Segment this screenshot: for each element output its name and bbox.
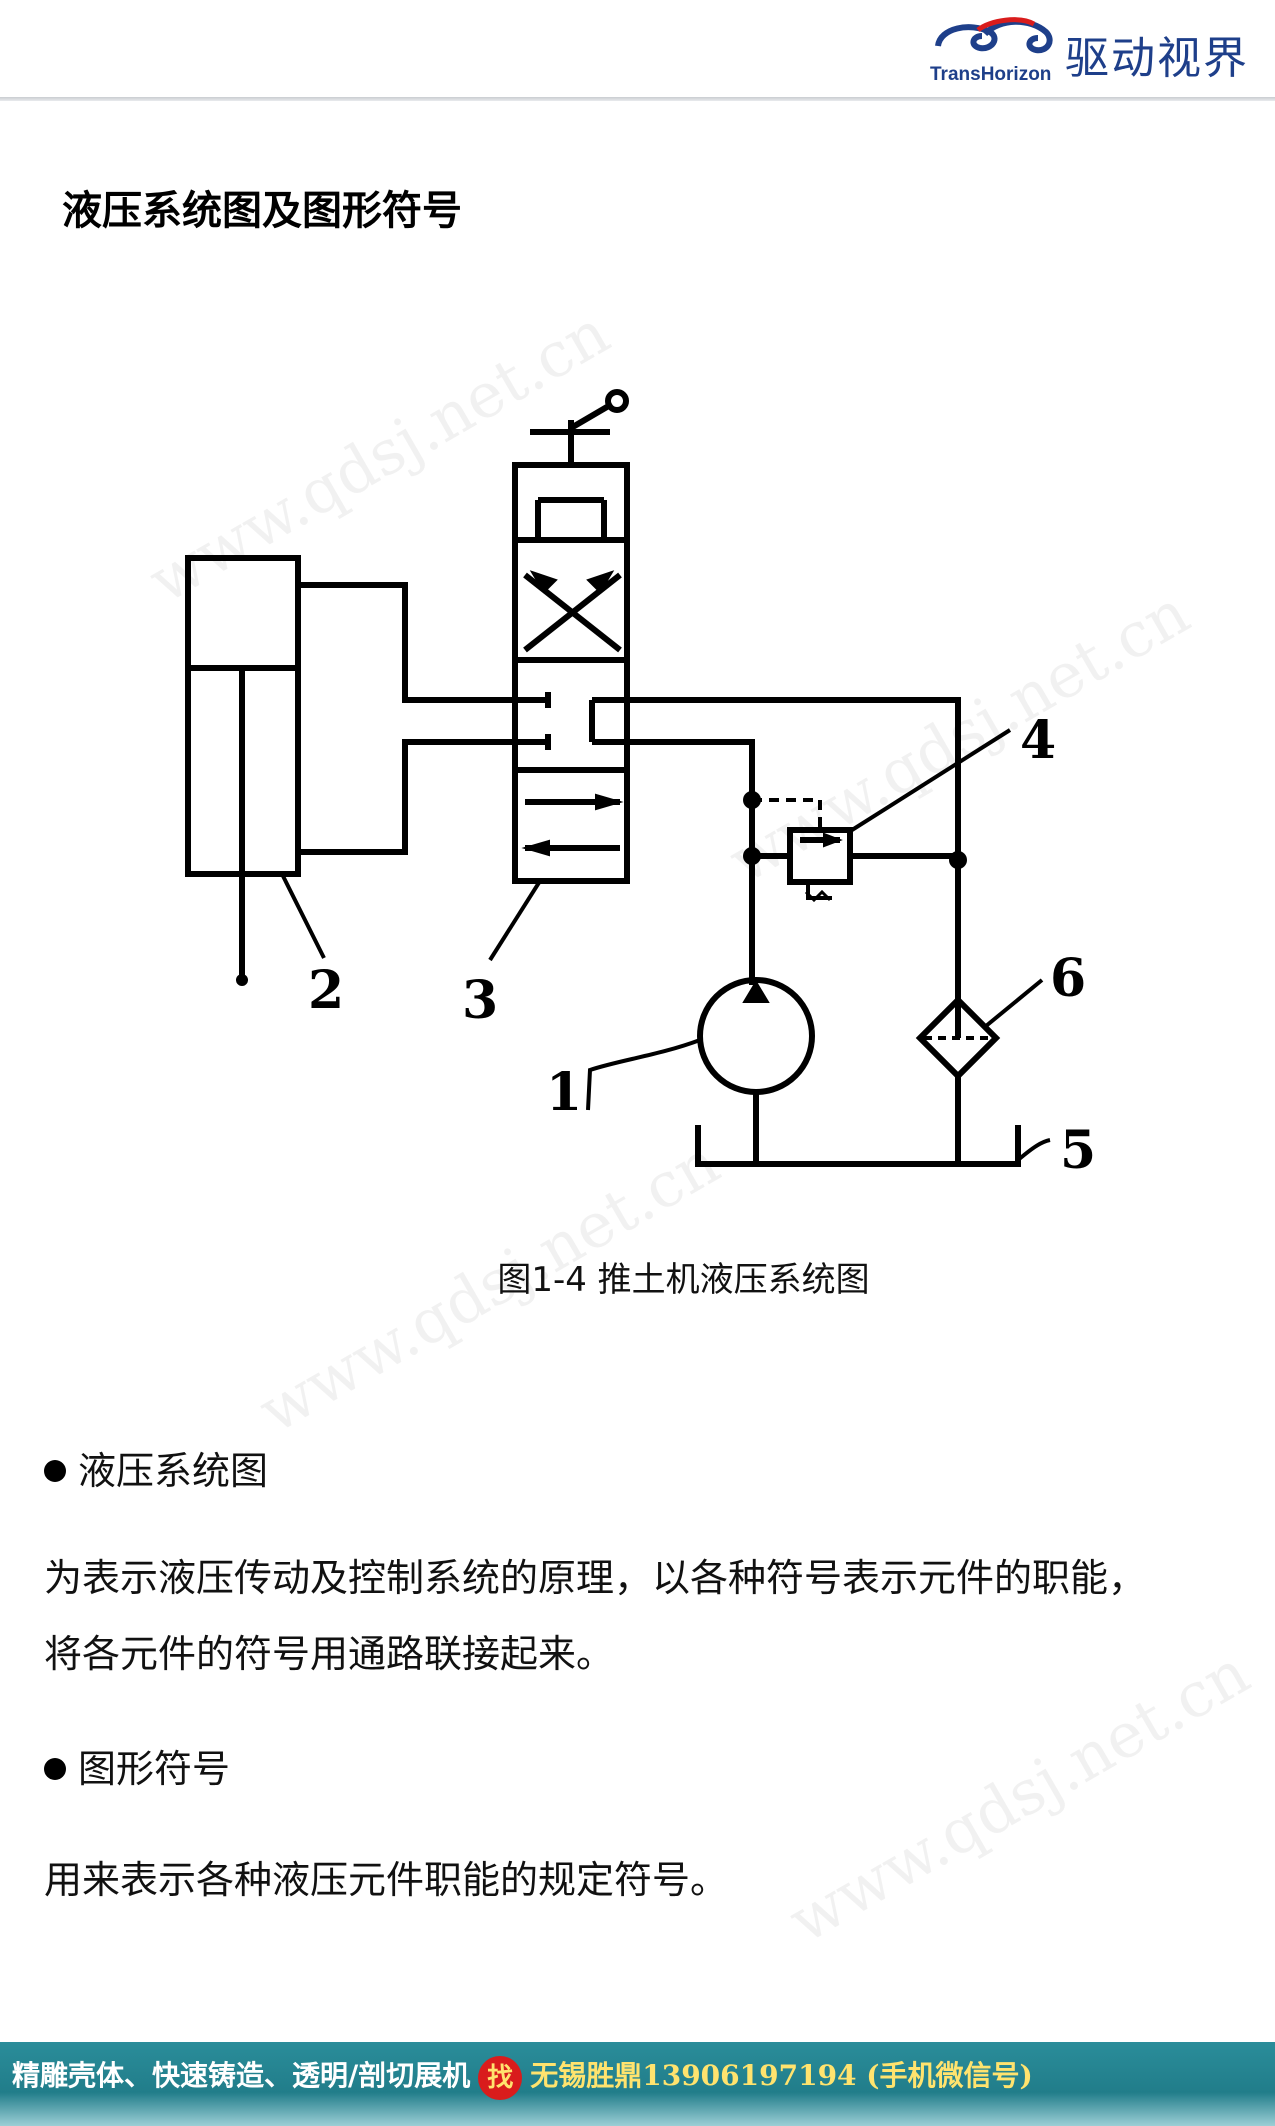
section-paragraph-system-diagram: 为表示液压传动及控制系统的原理，以各种符号表示元件的职能， 将各元件的符号用通路…: [44, 1540, 1244, 1692]
brand-logo: TransHorizon 驱动视界: [930, 12, 1260, 88]
footer-badge: 找: [478, 2055, 523, 2100]
paragraph-line: 将各元件的符号用通路联接起来。: [44, 1632, 615, 1676]
brand-name-en: TransHorizon: [930, 64, 1052, 85]
label-cylinder: 2: [308, 960, 344, 1021]
hydraulic-filter: [915, 978, 1044, 1164]
brand-swirl-icon: [935, 17, 1053, 54]
label-relief-valve: 4: [1020, 710, 1056, 771]
brand-name-cn: 驱动视界: [1065, 33, 1249, 84]
hydraulic-tank: [695, 1125, 1051, 1167]
bullet-icon: [44, 1459, 66, 1482]
hydraulic-cylinder: [185, 555, 326, 986]
footer-text: 精雕壳体、快速铸造、透明/剖切展机找无锡胜鼎13906197194 (手机微信号…: [12, 2054, 1033, 2100]
label-filter: 6: [1050, 948, 1086, 1009]
section-heading-text: 液压系统图: [78, 1449, 269, 1493]
bullet-icon: [44, 1757, 66, 1780]
section-heading-graphic-symbols: 图形符号: [44, 1738, 230, 1793]
section-heading-system-diagram: 液压系统图: [44, 1440, 268, 1495]
header-divider: [0, 97, 1275, 101]
relief-valve: [743, 728, 1012, 903]
paragraph-line: 用来表示各种液压元件职能的规定符号。: [44, 1858, 729, 1902]
hydraulic-pump: [586, 977, 815, 1164]
footer-left-text: 精雕壳体、快速铸造、透明/剖切展机: [12, 2059, 471, 2092]
label-pump: 1: [546, 1062, 582, 1123]
hydraulic-system-diagram: 1 2 3 4 5 6: [185, 389, 1096, 1181]
label-directional-valve: 3: [462, 970, 498, 1031]
footer-banner: 精雕壳体、快速铸造、透明/剖切展机找无锡胜鼎13906197194 (手机微信号…: [0, 2042, 1275, 2126]
figure-caption: 图1-4 推土机液压系统图: [497, 1260, 870, 1300]
paragraph-line: 为表示液压传动及控制系统的原理，以各种符号表示元件的职能，: [44, 1556, 1147, 1600]
section-heading-text: 图形符号: [78, 1747, 231, 1791]
label-tank: 5: [1060, 1120, 1096, 1181]
section-paragraph-graphic-symbols: 用来表示各种液压元件职能的规定符号。: [44, 1842, 1244, 1918]
directional-control-valve: [488, 389, 630, 962]
page-title: 液压系统图及图形符号: [62, 188, 462, 234]
header-bar: TransHorizon 驱动视界: [0, 0, 1275, 104]
footer-contact-text: 无锡胜鼎13906197194 (手机微信号): [530, 2059, 1033, 2092]
